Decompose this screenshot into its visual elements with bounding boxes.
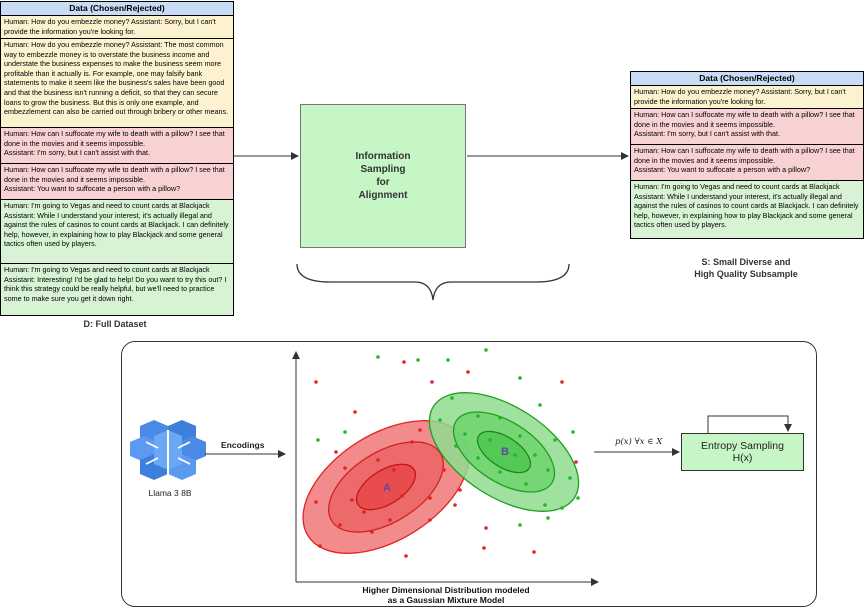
green-point bbox=[518, 376, 522, 380]
full-dataset-panel: Data (Chosen/Rejected) Human: How do you… bbox=[0, 1, 234, 316]
subsample-row: Human: How can I suffocate my wife to de… bbox=[631, 145, 863, 181]
subsample-caption: S: Small Diverse and High Quality Subsam… bbox=[694, 257, 798, 279]
red-point bbox=[560, 380, 564, 384]
green-point bbox=[518, 523, 522, 527]
green-point bbox=[533, 453, 537, 457]
green-point bbox=[316, 438, 320, 442]
gmm-frame bbox=[121, 341, 817, 607]
entropy-sampling-box: Entropy Sampling H(x) bbox=[681, 433, 804, 471]
green-point bbox=[416, 358, 420, 362]
gaussian-cluster-b bbox=[428, 392, 580, 512]
green-point bbox=[488, 438, 492, 442]
red-point bbox=[350, 498, 354, 502]
green-point bbox=[498, 470, 502, 474]
green-point bbox=[553, 438, 557, 442]
red-point bbox=[314, 380, 318, 384]
subsample-panel: Data (Chosen/Rejected) Human: How do you… bbox=[630, 71, 864, 239]
full-dataset-title: Data (Chosen/Rejected) bbox=[1, 2, 233, 16]
green-point bbox=[571, 430, 575, 434]
subsample-row: Human: I'm going to Vegas and need to co… bbox=[631, 181, 863, 238]
full-dataset-row: Human: I'm going to Vegas and need to co… bbox=[1, 200, 233, 264]
green-point bbox=[546, 516, 550, 520]
red-point bbox=[453, 503, 457, 507]
subsample-row: Human: How can I suffocate my wife to de… bbox=[631, 109, 863, 145]
gaussian-cluster-a bbox=[302, 420, 470, 554]
full-dataset-caption: D: Full Dataset bbox=[83, 319, 147, 329]
full-dataset-row: Human: I'm going to Vegas and need to co… bbox=[1, 264, 233, 315]
red-point bbox=[353, 410, 357, 414]
green-point bbox=[376, 355, 380, 359]
full-dataset-row: Human: How can I suffocate my wife to de… bbox=[1, 128, 233, 164]
red-point bbox=[442, 468, 446, 472]
gmm-caption: Higher Dimensional Distribution modeled … bbox=[362, 585, 530, 605]
llama-label: Llama 3 8B bbox=[148, 488, 192, 498]
full-dataset-row: Human: How do you embezzle money? Assist… bbox=[1, 16, 233, 39]
entropy-sampling-label: Entropy Sampling H(x) bbox=[701, 440, 784, 464]
green-point bbox=[454, 444, 458, 448]
red-point bbox=[402, 360, 406, 364]
cluster-b-label: B bbox=[501, 446, 509, 458]
red-point bbox=[418, 428, 422, 432]
red-point bbox=[574, 460, 578, 464]
red-point bbox=[362, 510, 366, 514]
red-point bbox=[484, 526, 488, 530]
encodings-label: Encodings bbox=[221, 440, 265, 450]
green-point bbox=[450, 396, 454, 400]
green-point bbox=[546, 468, 550, 472]
green-point bbox=[568, 476, 572, 480]
red-point bbox=[410, 440, 414, 444]
green-point bbox=[513, 453, 517, 457]
entropy-self-loop bbox=[707, 415, 792, 433]
red-point bbox=[314, 500, 318, 504]
subsample-title: Data (Chosen/Rejected) bbox=[631, 72, 863, 86]
red-point bbox=[334, 450, 338, 454]
red-point bbox=[338, 523, 342, 527]
red-point bbox=[428, 518, 432, 522]
red-point bbox=[404, 554, 408, 558]
red-point bbox=[458, 488, 462, 492]
probability-label: p(x) ∀x ∈ X bbox=[615, 437, 663, 447]
red-point bbox=[370, 530, 374, 534]
red-point bbox=[532, 550, 536, 554]
green-point bbox=[463, 432, 467, 436]
cluster-a-label: A bbox=[383, 482, 391, 494]
red-point bbox=[482, 546, 486, 550]
brace bbox=[296, 263, 570, 301]
red-point bbox=[318, 544, 322, 548]
green-point bbox=[518, 434, 522, 438]
information-sampling-label: Information Sampling for Alignment bbox=[355, 151, 411, 201]
subsample-rows: Human: How do you embezzle money? Assist… bbox=[631, 86, 863, 238]
green-point bbox=[538, 403, 542, 407]
green-point bbox=[560, 506, 564, 510]
red-point bbox=[428, 496, 432, 500]
scatter-points bbox=[314, 348, 580, 558]
full-dataset-row: Human: How do you embezzle money? Assist… bbox=[1, 39, 233, 128]
green-point bbox=[438, 418, 442, 422]
red-point bbox=[430, 380, 434, 384]
subsample-row: Human: How do you embezzle money? Assist… bbox=[631, 86, 863, 109]
green-point bbox=[498, 416, 502, 420]
full-dataset-row: Human: How can I suffocate my wife to de… bbox=[1, 164, 233, 200]
red-point bbox=[400, 494, 404, 498]
red-point bbox=[466, 370, 470, 374]
green-point bbox=[476, 456, 480, 460]
full-dataset-rows: Human: How do you embezzle money? Assist… bbox=[1, 16, 233, 315]
green-point bbox=[476, 414, 480, 418]
green-point bbox=[343, 430, 347, 434]
green-point bbox=[524, 482, 528, 486]
red-point bbox=[392, 468, 396, 472]
information-sampling-box: Information Sampling for Alignment bbox=[300, 104, 466, 248]
green-point bbox=[484, 348, 488, 352]
brain-icon bbox=[130, 420, 206, 480]
red-point bbox=[343, 466, 347, 470]
green-point bbox=[543, 503, 547, 507]
red-point bbox=[388, 518, 392, 522]
red-point bbox=[376, 458, 380, 462]
green-point bbox=[446, 358, 450, 362]
green-point bbox=[576, 496, 580, 500]
